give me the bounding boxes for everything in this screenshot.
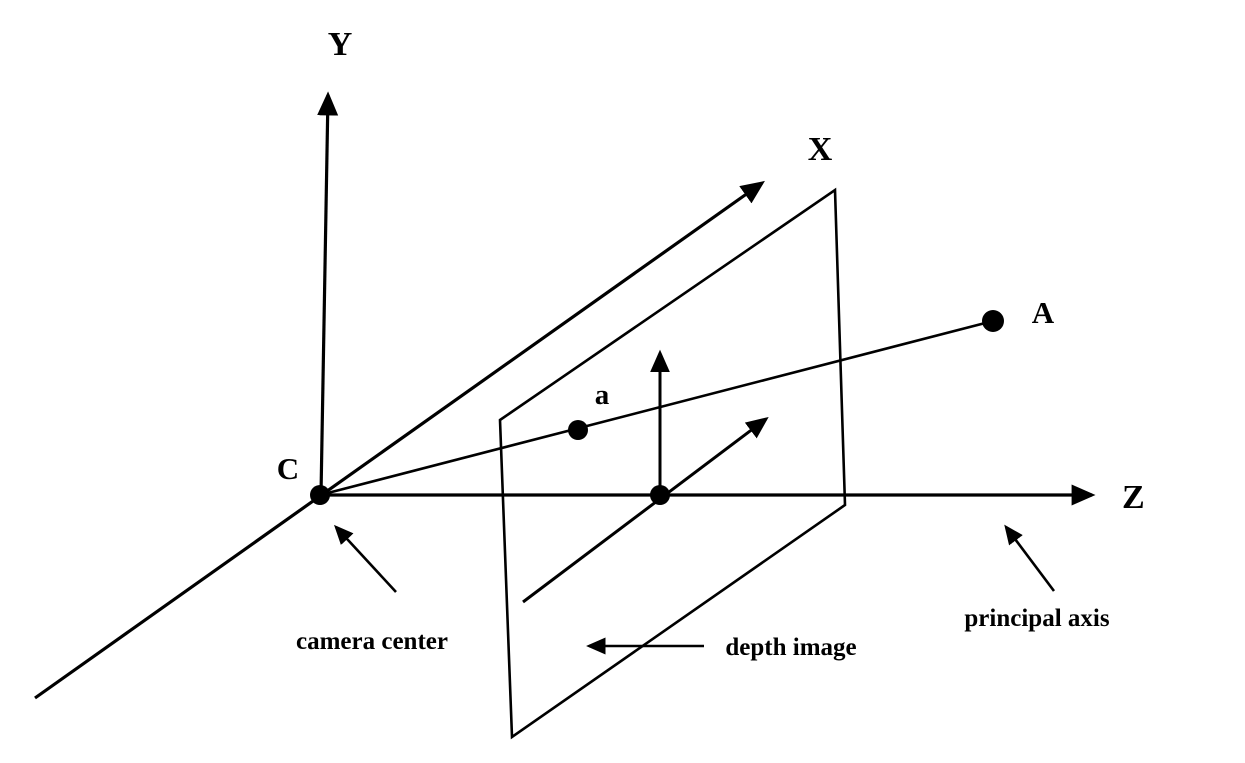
camera-center-annotation: camera center: [296, 628, 448, 655]
camera-center-point: [310, 485, 330, 505]
camera-center-label: C: [277, 451, 299, 486]
z-axis-label: Z: [1122, 479, 1145, 516]
scene-point-A: [982, 310, 1004, 332]
x-axis: [34, 180, 765, 700]
scene-point-label: A: [1032, 295, 1055, 330]
image-plane: [498, 187, 847, 740]
principal-point: [650, 485, 670, 505]
depth-image-annotation: depth image: [725, 634, 856, 661]
principal-axis-pointer-arrow: [1004, 524, 1056, 592]
y-axis: [317, 91, 339, 496]
image-plane-x-axis-arrow: [522, 416, 769, 604]
projection-ray: [319, 319, 994, 497]
camera-center-pointer-arrow: [334, 524, 397, 593]
principal-axis-annotation: principal axis: [964, 605, 1109, 632]
x-axis-label: X: [808, 131, 833, 168]
image-point-label: a: [595, 379, 610, 411]
y-axis-label: Y: [328, 26, 353, 63]
image-point-a: [568, 420, 588, 440]
